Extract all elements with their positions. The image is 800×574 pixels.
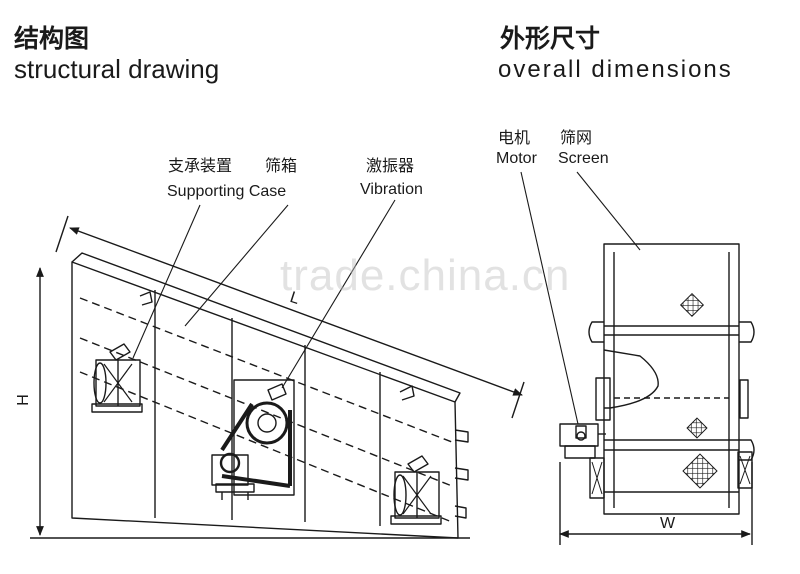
- supporting-case-label-en: Supporting Case: [167, 183, 287, 200]
- overall-dimensions-title-cn: 外形尺寸: [500, 24, 601, 53]
- front-view-motor: [559, 423, 606, 459]
- screen-label-en: Screen: [558, 150, 609, 167]
- screen-label-cn: 筛网: [560, 128, 593, 147]
- right-spring-support: [390, 455, 442, 525]
- left-spring-support: [91, 343, 143, 413]
- height-dimension-line: [30, 267, 470, 539]
- motor-label-en: Motor: [496, 150, 537, 167]
- right-callout-leaders: [520, 171, 641, 425]
- supporting-label-cn: 支承装置: [168, 156, 233, 175]
- case-label-cn: 筛箱: [265, 156, 298, 175]
- screen-mesh-icons: [679, 292, 718, 489]
- width-dimension-line: [559, 462, 753, 545]
- vibration-label-cn: 激振器: [366, 156, 415, 175]
- motor-label-cn: 电机: [498, 128, 531, 147]
- watermark: trade.china.cn: [280, 251, 571, 300]
- structural-drawing-title-cn: 结构图: [14, 24, 90, 53]
- left-callout-leaders: [132, 199, 396, 389]
- vibration-label-en: Vibration: [360, 181, 423, 198]
- overall-dimensions-title-en: overall dimensions: [498, 56, 733, 83]
- width-dimension-label: W: [660, 515, 676, 532]
- vibration-exciter: [211, 379, 295, 500]
- structural-drawing-title-en: structural drawing: [14, 54, 220, 84]
- length-dimension-line: [55, 215, 525, 419]
- screen-front-view: [588, 243, 755, 515]
